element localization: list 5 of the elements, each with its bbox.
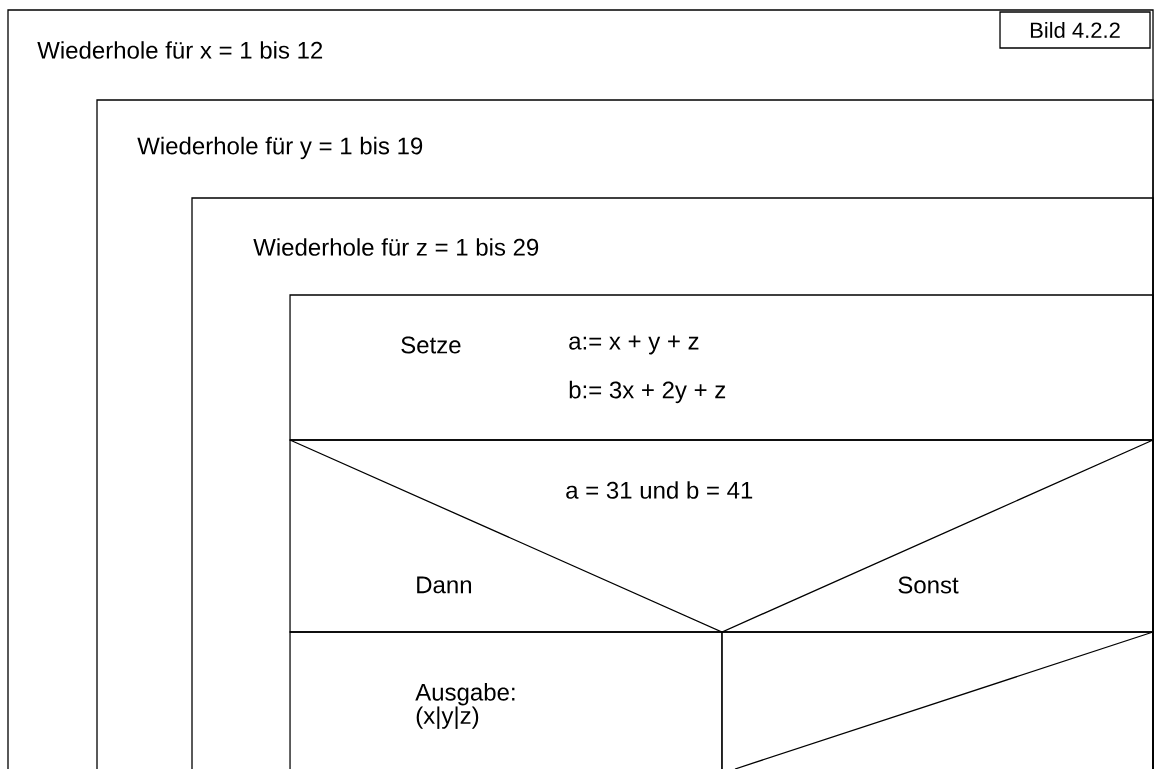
- decision-block: a = 31 und b = 41 Dann Sonst: [289, 439, 1154, 633]
- branch-block: Ausgabe: (x|y|z): [289, 631, 723, 769]
- process-block: Setze a:= x + y + z b:= 3x + 2y + z: [289, 294, 1154, 441]
- empty-branch-block: [721, 631, 1154, 769]
- figure-label-box: Bild 4.2.2: [999, 11, 1151, 49]
